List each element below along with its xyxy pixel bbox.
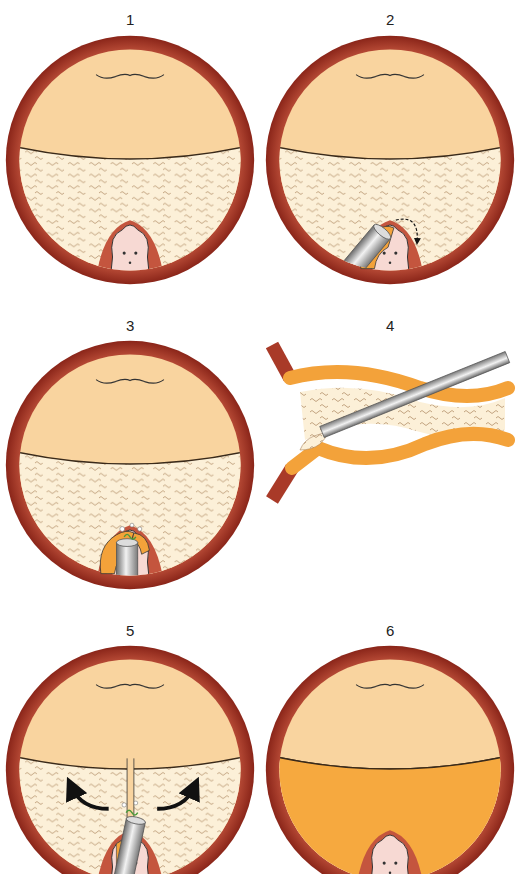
panel-number: 6 (386, 623, 394, 638)
endoscopic-view (266, 646, 514, 874)
endoscopic-view (6, 646, 254, 874)
panel-number: 4 (386, 318, 394, 333)
endoscopic-view (266, 36, 514, 328)
panel-number: 1 (126, 12, 134, 27)
panel-number: 3 (126, 318, 134, 333)
panel-number: 5 (126, 623, 134, 638)
endoscopic-view (6, 36, 254, 286)
cross-section (272, 345, 510, 500)
panel-number: 2 (386, 12, 394, 27)
endoscopic-view (6, 341, 254, 591)
